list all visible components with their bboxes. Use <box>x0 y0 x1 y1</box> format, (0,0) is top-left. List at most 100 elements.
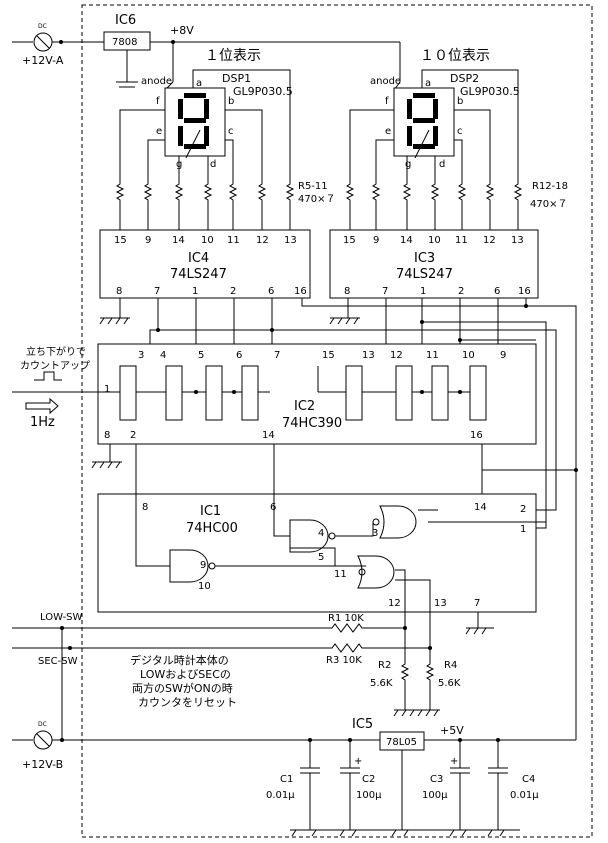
r12-value: 470×７ <box>530 199 567 210</box>
ic2-part: 74HC390 <box>282 416 342 431</box>
ic1-pin-12: 12 <box>388 598 401 609</box>
ic2-name: IC2 <box>294 399 315 414</box>
reset-logic-wiring <box>135 444 578 650</box>
ic1-pin-5: 5 <box>318 552 324 563</box>
dsp1-name: DSP1 <box>222 72 251 85</box>
board-outline <box>81 4 593 838</box>
ic4-pin-1: 1 <box>192 286 198 297</box>
ic3-pin-15: 15 <box>343 235 356 246</box>
ic3-pin-10: 10 <box>428 235 441 246</box>
ic1-pin-3: 3 <box>372 528 378 539</box>
ic-ground-symbols <box>99 298 360 325</box>
v5-label: +5V <box>440 724 464 737</box>
ic2-pin-14: 14 <box>262 430 275 441</box>
c3-plus: + <box>450 756 458 767</box>
ic6-part: 7808 <box>112 37 137 48</box>
ic4-pin-6: 6 <box>268 286 274 297</box>
note-line-4: カウンタをリセット <box>138 696 237 709</box>
ic1-pin-4: 4 <box>318 528 324 539</box>
resistors-r12-r18: R12-18 470×７ <box>345 180 568 230</box>
r1-label: R1 10K <box>328 613 364 624</box>
ic3-pin-1: 1 <box>420 286 426 297</box>
ic3-pin-7: 7 <box>382 286 388 297</box>
r2-value: 5.6K <box>370 678 393 689</box>
v8-label: +8V <box>170 24 194 37</box>
ic2-pin-2: 2 <box>130 430 136 441</box>
ic4-pin-7: 7 <box>154 286 160 297</box>
clock-input: 立ち下がりで カウントアップ 1Hz <box>12 345 120 430</box>
display-2: １０位表示 DSP2 GL9P030.5 anode a b c d e f g <box>349 42 520 180</box>
c2-value: 100μ <box>356 790 382 801</box>
ic2-pin-3: 3 <box>138 350 144 361</box>
ic4-pin-2: 2 <box>230 286 236 297</box>
dsp2-seg-f: f <box>385 96 389 107</box>
ic2-pin-5: 5 <box>198 350 204 361</box>
ic4-name: IC4 <box>188 251 209 266</box>
note-line-3: 両方のSWがONの時 <box>132 681 233 695</box>
ic3-pin-13: 13 <box>511 235 524 246</box>
ic3-pin-9: 9 <box>373 235 379 246</box>
ic2-pin-15: 15 <box>322 350 335 361</box>
dsp2-seg-a: a <box>425 78 431 89</box>
power-input-a: DC +12V-A <box>12 23 104 67</box>
r5-value: 470×７ <box>298 194 335 205</box>
ic1-pin-13: 13 <box>434 598 447 609</box>
ic2-pin-1: 1 <box>104 384 110 395</box>
power-input-b: DC +12V-B <box>12 721 380 771</box>
dsp2-anode: anode <box>370 76 401 87</box>
dc-label-a: DC <box>38 23 47 30</box>
ic1-pin-9: 9 <box>200 560 206 571</box>
dsp2-title: １０位表示 <box>420 48 490 64</box>
ic3-decoder: 15 9 14 10 11 12 13 IC3 74LS247 8 7 1 2 … <box>329 229 539 299</box>
ic4-part: 74LS247 <box>170 267 227 282</box>
capacitors: C1 0.01μ + C2 100μ + C3 100μ C4 0.01μ <box>266 738 539 837</box>
ic5-part: 78L05 <box>386 737 417 748</box>
ic1-pin-8: 8 <box>142 502 148 513</box>
ic4-decoder: 15 9 14 10 11 12 13 IC4 74LS247 8 7 1 2 … <box>99 229 311 299</box>
c4-value: 0.01μ <box>510 790 539 801</box>
switch-inputs: LOW-SW SEC-SW R1 10K R3 10K R2 5.6K R4 5… <box>12 612 461 740</box>
dsp1-seg-b: b <box>228 96 234 107</box>
ic5-regulator: IC5 78L05 +5V <box>352 717 576 830</box>
dsp1-title: １位表示 <box>205 48 261 64</box>
note-line-2: LOWおよびSECの <box>140 668 231 681</box>
dsp2-seg-g: g <box>405 159 411 170</box>
ic3-part: 74LS247 <box>396 267 453 282</box>
ic3-pin-2: 2 <box>458 286 464 297</box>
ic1-pin-14: 14 <box>474 502 487 513</box>
ic1-nand: IC1 74HC00 8 6 4 3 5 9 10 11 12 13 7 14 … <box>97 493 537 613</box>
dc-label-b: DC <box>38 721 47 728</box>
dsp2-seg-b: b <box>457 96 463 107</box>
c2-plus: + <box>354 756 362 767</box>
v12b-label: +12V-B <box>22 758 63 771</box>
ic3-pin-14: 14 <box>400 235 413 246</box>
note-line-1: デジタル時計本体の <box>130 653 229 667</box>
dsp1-segments <box>178 93 209 149</box>
ic3-pin-6: 6 <box>494 286 500 297</box>
ic4-pin-15: 15 <box>114 235 127 246</box>
ic3-pin-11: 11 <box>455 235 468 246</box>
ic3-pin-12: 12 <box>483 235 496 246</box>
display-1: １位表示 DSP1 GL9P030.5 anode a b c d e f g <box>119 42 293 180</box>
ic4-pin-8: 8 <box>116 286 122 297</box>
dsp1-seg-f: f <box>156 96 160 107</box>
ic1-pin-7: 7 <box>474 598 480 609</box>
r12-name: R12-18 <box>532 181 568 192</box>
c3-label: C3 <box>430 774 443 785</box>
reset-note: デジタル時計本体の LOWおよびSECの 両方のSWがONの時 カウンタをリセッ… <box>130 653 237 709</box>
dsp1-seg-c: c <box>228 126 234 137</box>
input-note-2: カウントアップ <box>20 360 90 372</box>
dsp1-seg-e: e <box>156 126 162 137</box>
ic2-counter: 3 4 5 6 7 15 13 12 11 10 9 1 8 2 14 16 I… <box>97 343 537 445</box>
ic4-pin-11: 11 <box>227 235 240 246</box>
ic4-pin-14: 14 <box>172 235 185 246</box>
low-sw-label: LOW-SW <box>40 612 83 623</box>
r4-value: 5.6K <box>438 678 461 689</box>
ic2-pin-13: 13 <box>362 350 375 361</box>
v12a-label: +12V-A <box>22 54 64 67</box>
dsp1-seg-d: d <box>210 159 216 170</box>
input-note-1: 立ち下がりで <box>26 345 86 358</box>
ic3-pin-8: 8 <box>344 286 350 297</box>
ic2-pin-12: 12 <box>390 350 403 361</box>
c1-label: C1 <box>280 774 293 785</box>
